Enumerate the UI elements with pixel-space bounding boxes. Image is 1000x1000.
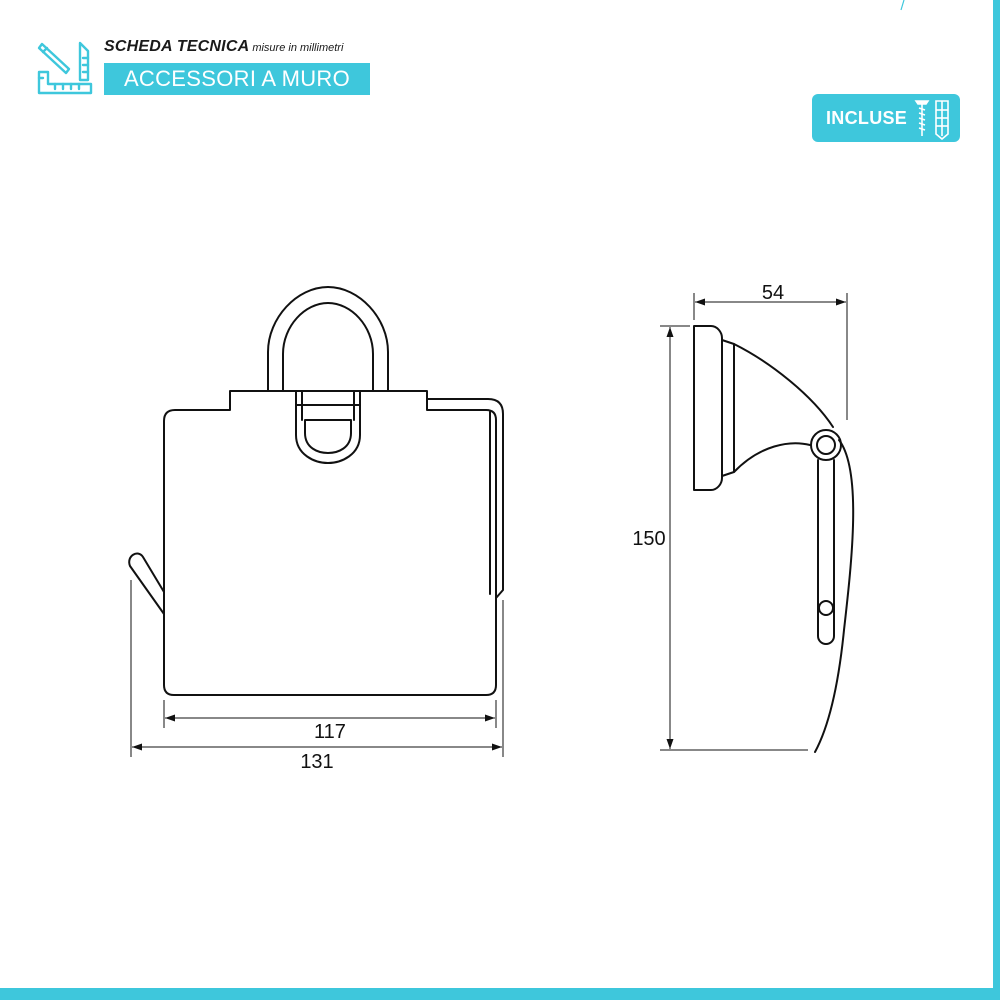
dimension-height: 150 bbox=[632, 528, 665, 550]
sheet-title-main: SCHEDA TECNICA bbox=[104, 38, 250, 55]
wall-base bbox=[693, 325, 723, 491]
sheet-units-note: misure in millimetri bbox=[252, 42, 344, 54]
corner-mark bbox=[900, 0, 905, 11]
hanging-loop-inner bbox=[282, 302, 374, 392]
frame-border-bottom bbox=[0, 988, 1000, 1000]
roll-bar bbox=[817, 459, 835, 645]
side-view bbox=[693, 325, 855, 753]
cover-plate bbox=[163, 390, 497, 696]
front-view bbox=[128, 286, 504, 696]
dimension-cover-width: 117 bbox=[314, 721, 346, 743]
cover-flap bbox=[814, 439, 855, 753]
technical-drawing-icon bbox=[37, 41, 93, 95]
included-fixings-label: INCLUSE bbox=[826, 108, 908, 128]
roll-pin bbox=[128, 552, 165, 615]
category-banner: ACCESSORI A MURO bbox=[104, 63, 370, 95]
frame-border-right bbox=[993, 0, 1000, 1000]
arm-pivot-inner bbox=[816, 435, 836, 455]
wall-plug-icon bbox=[935, 100, 949, 140]
front-dimensions bbox=[130, 580, 504, 757]
side-dimensions bbox=[660, 293, 848, 751]
included-fixings-badge: INCLUSE bbox=[812, 94, 960, 142]
loop-clip bbox=[295, 390, 361, 464]
dimension-total-width: 131 bbox=[300, 751, 333, 773]
dimension-depth: 54 bbox=[762, 282, 784, 304]
arm-body bbox=[733, 343, 834, 428]
arm-pivot-outer bbox=[810, 429, 842, 461]
holder-bracket bbox=[426, 398, 504, 599]
hanging-loop-outer bbox=[267, 286, 389, 392]
screw-icon bbox=[914, 100, 930, 136]
